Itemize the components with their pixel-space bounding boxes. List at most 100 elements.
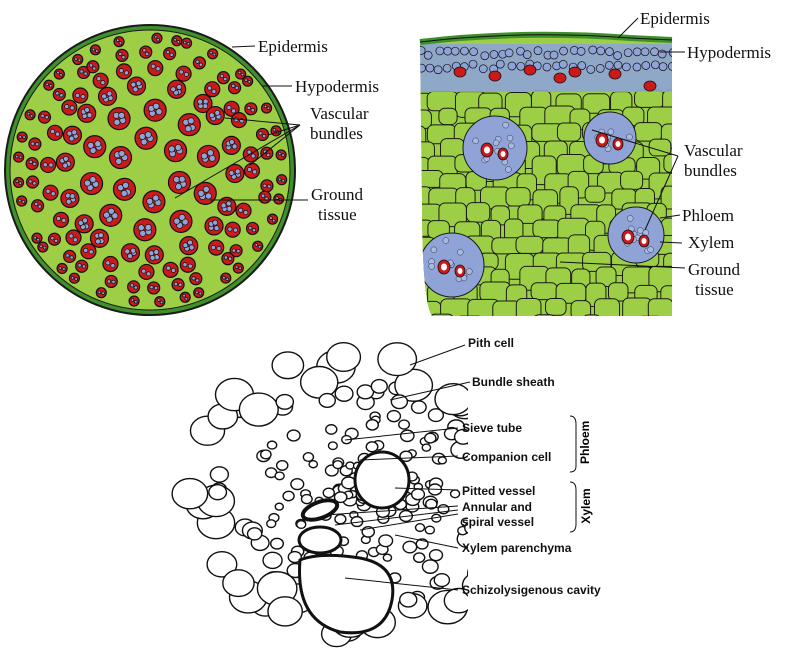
plant-cell [268,597,302,626]
plant-cell [297,521,306,529]
vascular-bundle [143,191,165,213]
label-epidermis: Epidermis [258,37,328,57]
plant-cell [422,560,438,573]
ground-cell [466,203,489,223]
ground-cell [676,106,698,135]
vascular-bundle [197,145,219,167]
vascular-bundle [245,103,257,115]
vascular-bundle [113,178,135,200]
hypodermis-cell [523,51,531,59]
vascular-bundle [73,88,88,103]
hypodermis-cell [589,46,597,54]
plant-cell [209,485,227,500]
stem-sector-panel: Epidermis Hypodermis Vascular bundles Ph… [400,0,787,320]
vascular-bundle [148,61,163,76]
hypodermis-cell [614,61,622,69]
hypodermis-cell [436,47,444,55]
vascular-bundle [172,36,182,46]
plant-cell [263,552,282,568]
plant-cell [403,541,417,553]
plant-cell [412,401,427,413]
ground-cell [621,171,643,189]
vascular-bundle [38,242,48,252]
hypodermis-cell [434,66,442,74]
plant-cell [277,461,288,471]
vascular-bundle [32,233,42,243]
vascular-bundle [103,257,118,272]
hypodermis-cell [460,47,468,55]
plant-cell [335,386,353,401]
sector-vascular-bundle [420,233,484,297]
ground-cell [662,318,693,320]
label-hypodermis-sector: Hypodermis [687,43,771,63]
plant-cell [172,479,208,509]
vascular-bundle [236,203,251,218]
hypodermis-cell [496,60,504,68]
vascular-bundle [129,296,139,306]
plant-cell [399,420,410,429]
vascular-bundle [222,253,234,265]
ground-cell [546,299,567,316]
plant-cell [327,343,361,372]
vascular-bundle [84,136,106,158]
plant-cell [287,430,300,441]
vascular-bundle [90,45,100,55]
ground-cell [623,298,652,320]
vascular-bundle [165,140,187,162]
ground-cell [415,301,441,320]
plant-cell [400,592,417,606]
stem-cross-section-figure [0,0,400,320]
hypodermis-cell [605,48,613,56]
plant-cell [272,352,303,379]
hypodermis-cell [641,48,649,56]
vascular-bundle [229,82,241,94]
vascular-bundle [222,136,240,154]
vascular-bundle [87,61,99,73]
vascular-bundle [64,250,76,262]
vascular-bundle [14,177,24,187]
hypodermis-bundle [489,71,501,81]
vascular-bundle [78,104,96,122]
vascular-bundle [271,126,281,136]
plant-cell [438,457,446,464]
label-ground: Ground [311,185,363,205]
plant-cell [303,453,313,462]
vascular-bundle [117,64,132,79]
plant-cell [342,477,356,489]
vascular-bundle [176,66,191,81]
vascular-bundle [63,126,81,144]
sector-vascular-bundle [608,207,664,263]
vascular-bundle [253,241,263,251]
hypodermis-cell [596,64,604,72]
vascular-bundle [17,196,27,206]
label-bundle-sheath: Bundle sheath [472,375,555,389]
vascular-bundle [247,222,259,234]
plant-cell [291,479,304,490]
vascular-bundle [164,48,176,60]
hypodermis-cell [633,48,641,56]
vascular-bundle-detail-panel: Pith cell Bundle sheath Sieve tube Compa… [160,320,620,649]
vascular-bundle [190,273,202,285]
bracket-label-xylem: Xylem [579,488,593,524]
vascular-bundle [193,57,205,69]
hypodermis-cell [490,50,498,58]
hypodermis-cell [426,64,434,72]
vascular-bundle [66,230,81,245]
plant-cell [414,553,425,562]
vascular-bundle [262,103,272,113]
plant-cell [276,395,293,410]
ground-cell [649,139,671,156]
vascular-bundle [168,171,190,193]
vascular-bundle [81,244,96,259]
hypodermis-cell [560,47,568,55]
vascular-bundle [56,153,74,171]
vascular-bundle [180,292,190,302]
plant-cell [335,515,346,524]
label-vascular-sector: Vascular [684,141,743,161]
vascular-bundle [145,246,163,264]
vascular-bundle [44,80,54,90]
vascular-bundle [152,33,162,43]
ground-cell [571,301,591,320]
vascular-bundle [221,273,231,283]
hypodermis-cell [407,60,415,68]
